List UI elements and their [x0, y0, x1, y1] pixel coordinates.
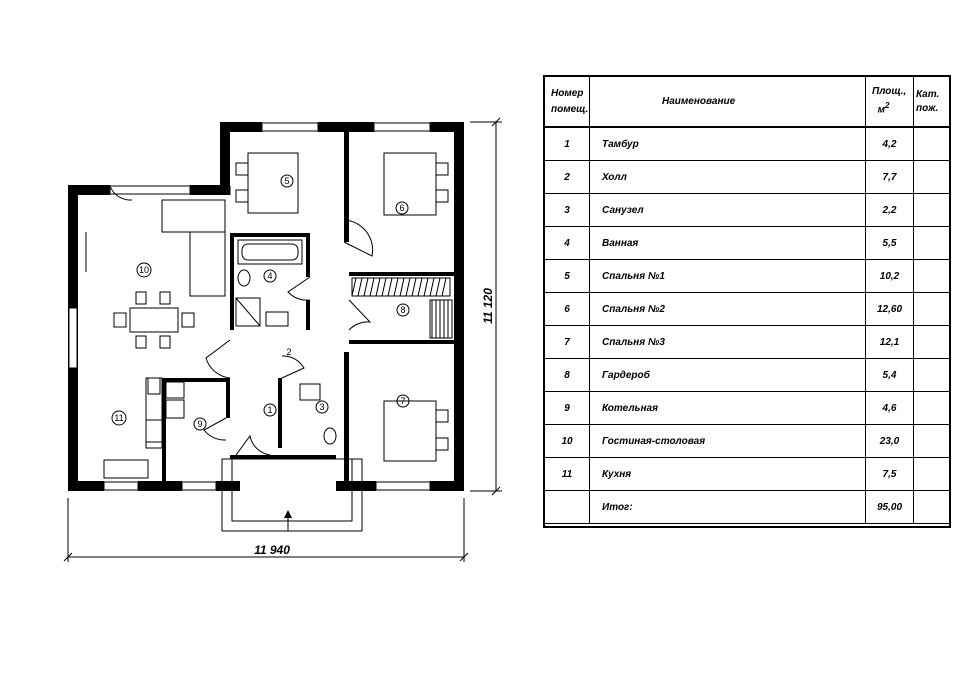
room-label-3: 3	[319, 402, 324, 412]
room-label-6: 6	[399, 203, 404, 213]
header-name: Наименование	[589, 76, 866, 128]
room-label-1: 1	[267, 405, 272, 415]
bathroom-fixtures	[235, 239, 337, 445]
room-label-4: 4	[267, 271, 272, 281]
room-label-5: 5	[284, 176, 289, 186]
header-area: Площ., м2	[865, 76, 914, 128]
room-label-10: 10	[139, 265, 149, 275]
height-dimension: 11 120	[481, 288, 495, 324]
wardrobe-rail	[351, 277, 453, 339]
floor-plan: 11 940 11 120 1 2 3 4 5 6 7 8 9 10 11	[63, 117, 502, 562]
kitchen-units	[103, 377, 185, 479]
table-total-row: Итог:95,00	[544, 490, 950, 524]
doors	[109, 185, 374, 456]
interior-walls	[162, 132, 454, 481]
room-label-8: 8	[400, 305, 405, 315]
width-dimension: 11 940	[254, 543, 290, 557]
header-fire-category: Кат.пож.	[913, 76, 950, 128]
room-label-11: 11	[114, 413, 123, 423]
beds	[235, 152, 449, 462]
room-label-7: 7	[400, 396, 405, 406]
dimension-lines	[63, 117, 502, 562]
room-markers: 1 2 3 4 5 6 7 8 9 10 11	[111, 174, 410, 431]
entrance-porch	[221, 458, 363, 532]
windows	[68, 122, 431, 491]
living-furniture	[85, 199, 226, 349]
room-label-2: 2	[286, 347, 291, 357]
room-label-9: 9	[197, 419, 202, 429]
